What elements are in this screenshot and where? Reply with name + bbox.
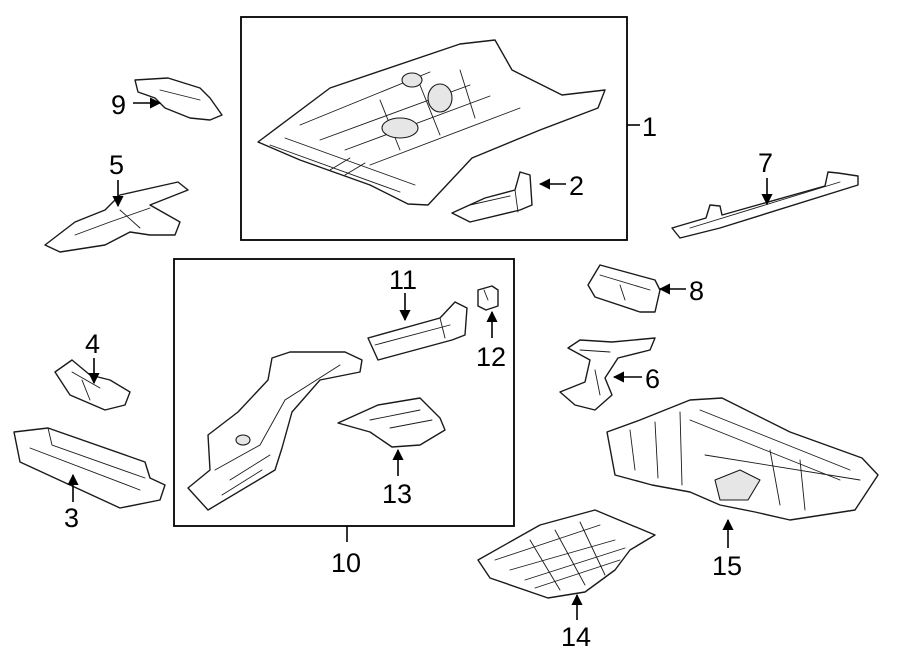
callout-13: 13: [382, 479, 412, 509]
callout-7: 7: [758, 148, 773, 178]
part-11-crossmember[interactable]: [367, 301, 468, 361]
callout-5: 5: [109, 150, 124, 180]
part-12-clip[interactable]: [477, 285, 499, 311]
part-5-rail[interactable]: [44, 181, 189, 253]
part-8-bracket[interactable]: [587, 264, 661, 313]
callout-11: 11: [389, 265, 417, 295]
callout-15: 15: [712, 551, 742, 581]
part-15-spare-tire-pan[interactable]: [606, 397, 879, 521]
part-1-floor-pan[interactable]: [257, 39, 606, 206]
part-6-support[interactable]: [559, 337, 656, 411]
callout-3: 3: [64, 503, 79, 533]
callout-6: 6: [645, 364, 660, 394]
callout-10: 10: [331, 548, 361, 578]
part-2-bracket[interactable]: [451, 171, 533, 223]
callout-14: 14: [561, 622, 591, 652]
part-9-bracket[interactable]: [134, 77, 223, 121]
part-10-rear-rail[interactable]: [187, 351, 363, 511]
part-4-bracket[interactable]: [54, 359, 131, 411]
part-7-reinforcement[interactable]: [671, 171, 859, 239]
callout-1: 1: [642, 112, 657, 142]
group-box-1: [240, 16, 628, 241]
part-14-rear-floor-pan[interactable]: [477, 509, 656, 599]
callout-12: 12: [476, 342, 506, 372]
callout-2: 2: [569, 171, 584, 201]
part-13-plate[interactable]: [337, 397, 446, 448]
callout-4: 4: [85, 329, 100, 359]
part-3-sill[interactable]: [13, 427, 166, 509]
callout-8: 8: [689, 276, 704, 306]
callout-9: 9: [111, 90, 126, 120]
group-box-10: [173, 258, 515, 527]
